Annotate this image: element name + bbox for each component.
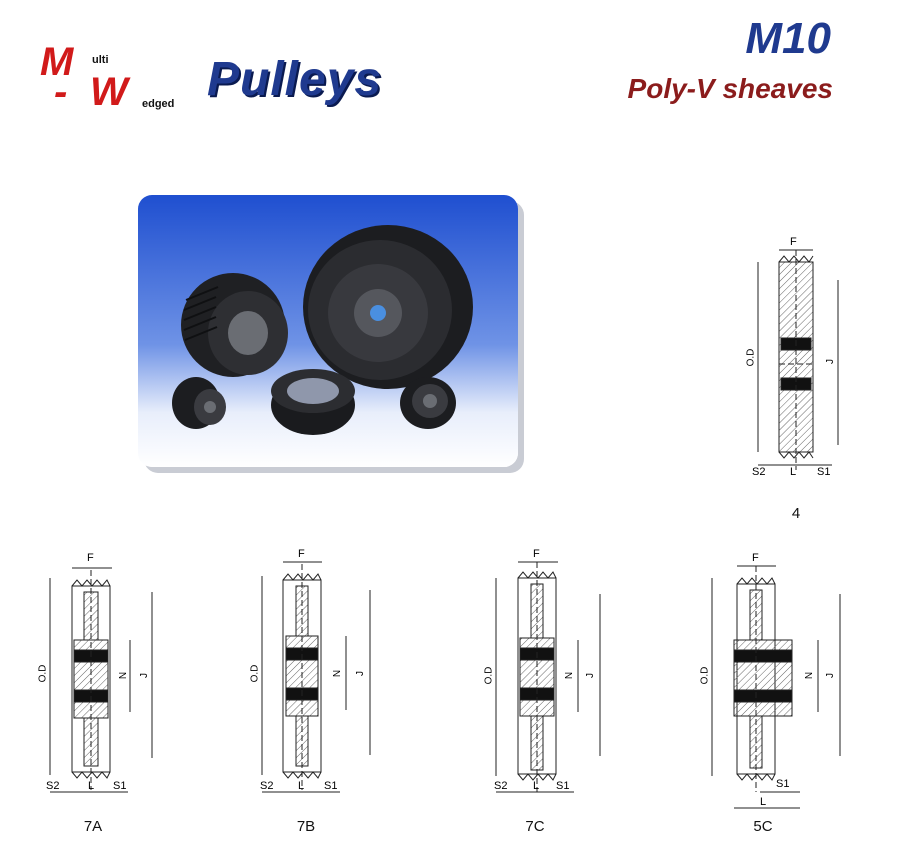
dim-od-4: O.D: [745, 348, 757, 367]
dim-l-7b: L: [298, 780, 305, 792]
dim-s1-7c: S1: [556, 780, 570, 792]
drawing-type-4: [757, 249, 839, 470]
drawing-type-7a: [49, 567, 153, 793]
type-label-4: 4: [791, 505, 801, 522]
page-title: Pulleys: [207, 53, 383, 106]
dim-j-4: J: [825, 359, 836, 364]
dim-f-7a: F: [87, 552, 94, 564]
dim-s1-4: S1: [817, 466, 831, 478]
logo-w-letter: W: [90, 70, 128, 114]
dim-n-5c: N: [804, 671, 816, 680]
dim-od-5c: O.D: [699, 666, 711, 685]
dim-f-7c: F: [533, 548, 540, 560]
dim-j-7c: J: [585, 673, 596, 678]
dim-s1-5c: S1: [776, 778, 790, 790]
dim-s2-4: S2: [752, 466, 766, 478]
logo-m-letter: M: [40, 40, 74, 84]
product-code: M10: [745, 14, 831, 63]
dim-s1-7a: S1: [113, 780, 127, 792]
type-label-7c: 7C: [525, 818, 545, 835]
dim-f-7b: F: [298, 548, 305, 560]
dim-n-7b: N: [332, 669, 344, 678]
dim-f-4: F: [790, 236, 797, 248]
drawing-type-7c: [495, 561, 601, 793]
dim-l-7c: L: [533, 780, 540, 792]
dim-n-7a: N: [118, 671, 130, 680]
drawing-type-7b: [261, 561, 371, 793]
product-photo: [138, 195, 518, 467]
dim-s1-7b: S1: [324, 780, 338, 792]
dim-j-7a: J: [139, 673, 150, 678]
page-subtitle: Poly-V sheaves: [627, 73, 833, 104]
dim-s2-7b: S2: [260, 780, 274, 792]
drawing-type-5c: [711, 565, 841, 809]
dim-l-5c: L: [760, 796, 767, 808]
logo-m-suffix: ulti: [92, 54, 109, 66]
logo-w-suffix: edged: [142, 98, 175, 110]
logo-dash: -: [54, 70, 68, 114]
dim-od-7c: O.D: [483, 666, 495, 685]
dim-s2-7a: S2: [46, 780, 60, 792]
dim-od-7a: O.D: [37, 664, 49, 683]
type-label-7b: 7B: [296, 818, 316, 835]
dim-od-7b: O.D: [249, 664, 261, 683]
dim-j-7b: J: [355, 671, 366, 676]
dim-j-5c: J: [825, 673, 836, 678]
dim-s2-7c: S2: [494, 780, 508, 792]
dim-n-7c: N: [564, 671, 576, 680]
dim-l-7a: L: [88, 780, 95, 792]
dim-l-4: L: [790, 466, 797, 478]
dim-f-5c: F: [752, 552, 759, 564]
company-logo: M ulti - W edged: [40, 40, 180, 115]
type-label-5c: 5C: [753, 818, 773, 835]
pulleys-photo-illustration: [138, 195, 518, 467]
type-label-7a: 7A: [83, 818, 103, 835]
